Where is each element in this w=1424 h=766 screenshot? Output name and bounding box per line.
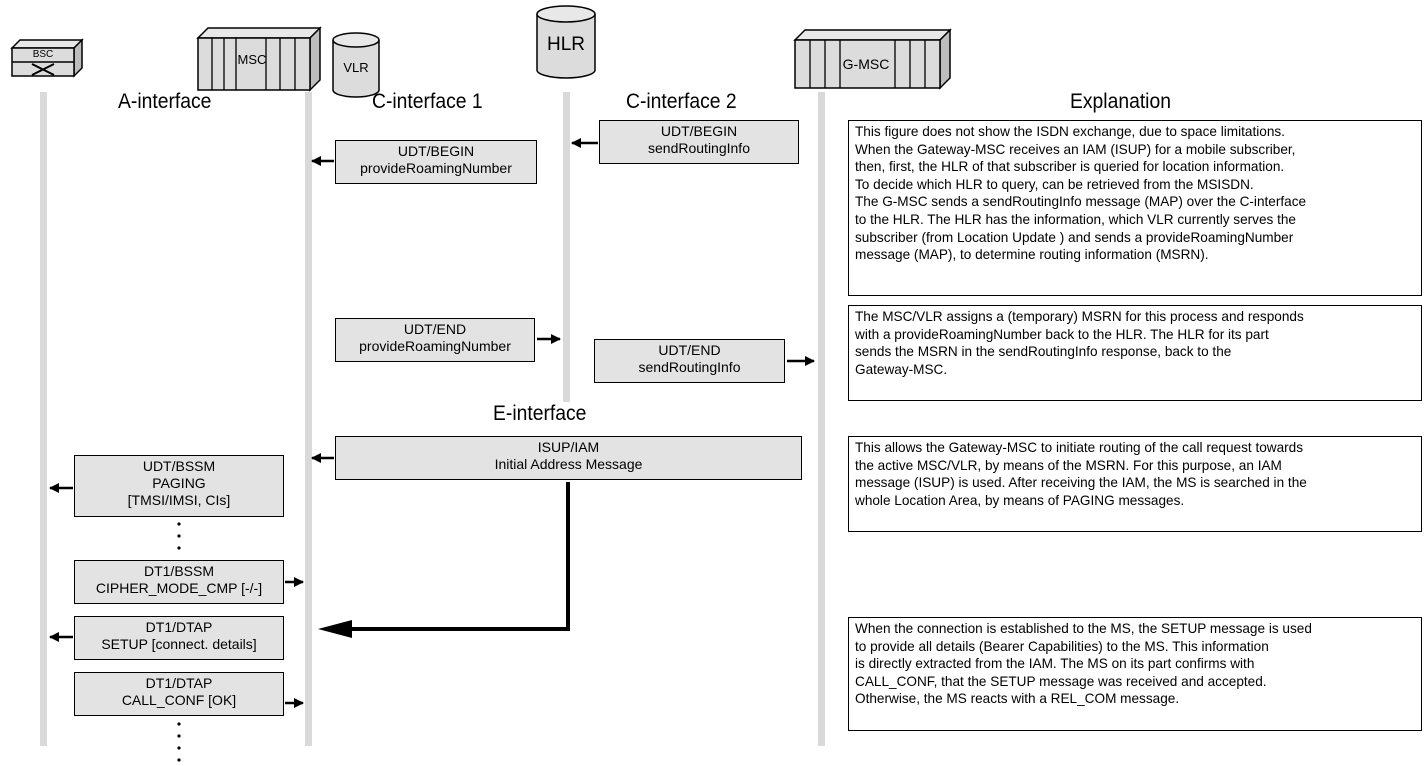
continuation-dots bbox=[177, 522, 181, 762]
message-udt-end-provideroamingnumber: UDT/END provideRoamingNumber bbox=[335, 318, 535, 362]
arrow-iam-to-setup bbox=[345, 482, 570, 631]
bsc-label: BSC bbox=[33, 49, 54, 60]
explanation-box-2: The MSC/VLR assigns a (temporary) MSRN f… bbox=[848, 305, 1422, 401]
header-c-interface-2: C-interface 2 bbox=[626, 90, 737, 113]
arrow-iam-to-setup-head bbox=[318, 620, 352, 638]
message-udt-end-sendroutinginfo: UDT/END sendRoutingInfo bbox=[594, 339, 785, 383]
message-isup-iam: ISUP/IAM Initial Address Message bbox=[335, 436, 802, 480]
message-dt1-dtap-setup: DT1/DTAP SETUP [connect. details] bbox=[74, 616, 284, 660]
header-explanation: Explanation bbox=[1070, 90, 1171, 113]
message-dt1-bssm-cipher-mode-cmp: DT1/BSSM CIPHER_MODE_CMP [-/-] bbox=[74, 560, 284, 604]
lifeline-gmsc bbox=[818, 92, 825, 746]
explanation-box-3: This allows the Gateway-MSC to initiate … bbox=[848, 436, 1422, 532]
message-udt-bssm-paging: UDT/BSSM PAGING [TMSI/IMSI, CIs] bbox=[74, 455, 284, 517]
hlr-label: HLR bbox=[547, 34, 585, 55]
lifeline-bsc bbox=[40, 92, 47, 746]
message-dt1-dtap-call-conf: DT1/DTAP CALL_CONF [OK] bbox=[74, 672, 284, 716]
msc-icon bbox=[196, 26, 322, 92]
lifeline-msc-vlr bbox=[305, 92, 312, 746]
message-udt-begin-sendroutinginfo: UDT/BEGIN sendRoutingInfo bbox=[599, 120, 799, 164]
lifeline-hlr bbox=[563, 92, 570, 402]
gmsc-icon bbox=[793, 28, 952, 90]
vlr-label: VLR bbox=[343, 60, 368, 75]
header-c-interface-1: C-interface 1 bbox=[372, 90, 483, 113]
explanation-box-4: When the connection is established to th… bbox=[848, 617, 1422, 731]
vlr-icon bbox=[332, 32, 380, 98]
explanation-box-1: This figure does not show the ISDN excha… bbox=[848, 120, 1422, 296]
header-a-interface: A-interface bbox=[118, 90, 212, 113]
network-icons: BSC MSC VLR HLR G-MSC bbox=[10, 5, 952, 98]
hlr-icon bbox=[536, 5, 596, 79]
bsc-icon bbox=[10, 38, 84, 78]
gmsc-label: G-MSC bbox=[843, 56, 890, 72]
header-e-interface: E-interface bbox=[493, 402, 587, 425]
msc-label: MSC bbox=[238, 52, 267, 67]
message-udt-begin-provideroamingnumber: UDT/BEGIN provideRoamingNumber bbox=[335, 140, 537, 184]
